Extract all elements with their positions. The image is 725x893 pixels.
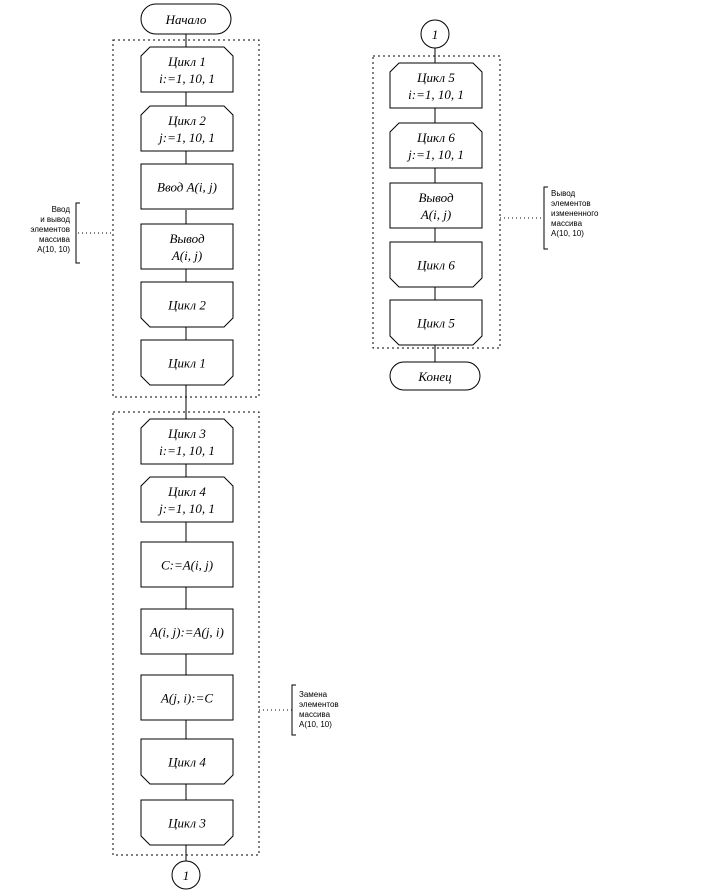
flow-block-loop-end: Цикл 4	[140, 738, 234, 785]
note-line: Вывод	[551, 189, 576, 198]
flow-block-loop-end: Цикл 3	[140, 799, 234, 846]
flow-block-label: A(i, j):=A(j, i)	[149, 625, 224, 640]
flow-block-label: Цикл 2	[167, 298, 206, 313]
flow-block-label: Цикл 6	[416, 130, 455, 145]
note-line: массива	[551, 219, 583, 228]
flow-block-loop-end: Цикл 5	[389, 299, 483, 346]
flow-block-label: A(j, i):=C	[160, 691, 213, 706]
note-line: элементов	[551, 199, 591, 208]
connector-top: 1	[420, 19, 450, 49]
flow-block-shape	[140, 541, 234, 588]
flow-block-label: i:=1, 10, 1	[408, 87, 464, 102]
flow-block-shape	[140, 163, 234, 210]
flow-block-shape	[389, 182, 483, 229]
flow-block-loop-end: Цикл 6	[389, 241, 483, 288]
flow-block-shape	[389, 299, 483, 346]
flow-block-loop-begin: Цикл 1 i:=1, 10, 1	[140, 46, 234, 93]
annotations	[75, 186, 548, 736]
flow-block-label: Цикл 4	[167, 484, 206, 499]
note-line: A(10, 10)	[551, 229, 584, 238]
note-line: массива	[299, 710, 331, 719]
group-frame-input-output	[112, 39, 260, 398]
flow-block-label: j:=1, 10, 1	[157, 130, 215, 145]
flow-block-shape	[140, 674, 234, 721]
group-frames	[112, 39, 501, 856]
flow-lines	[185, 34, 436, 861]
start-label: Начало	[165, 12, 207, 27]
flow-block-label: Цикл 4	[167, 755, 206, 770]
flow-block-process: A(i, j):=A(j, i)	[140, 608, 234, 655]
group-frame-output	[372, 55, 501, 349]
flow-block-process: C:=A(i, j)	[140, 541, 234, 588]
group-frame-swap	[112, 411, 260, 856]
flow-block-label: Вывод	[418, 190, 454, 205]
note-line: и вывод	[40, 215, 70, 224]
flow-block-shape	[389, 241, 483, 288]
flow-block-loop-begin: Цикл 5 i:=1, 10, 1	[389, 62, 483, 109]
flow-block-shape	[389, 62, 483, 109]
note-output: Вывод элементов измененного массива A(10…	[551, 189, 599, 238]
flow-block-label: Ввод A(i, j)	[157, 180, 217, 195]
flow-block-label: Цикл 3	[167, 816, 206, 831]
flow-block-label: C:=A(i, j)	[161, 558, 213, 573]
flow-block-label: A(i, j)	[420, 207, 451, 222]
terminator-end: Конец	[389, 361, 481, 391]
flow-block-shape	[140, 608, 234, 655]
flow-block-process: A(j, i):=C	[140, 674, 234, 721]
flow-block-label: j:=1, 10, 1	[157, 501, 215, 516]
flow-block-shape	[140, 738, 234, 785]
note-input-output: Ввод и вывод элементов массива A(10, 10)	[30, 205, 70, 254]
note-line: A(10, 10)	[299, 720, 332, 729]
flow-block-label: Цикл 3	[167, 426, 206, 441]
end-label: Конец	[417, 369, 452, 384]
connector-bottom: 1	[171, 860, 201, 890]
connector-top-label: 1	[432, 27, 439, 42]
flow-block-label: Цикл 1	[167, 54, 206, 69]
flow-block-shape	[140, 339, 234, 386]
flow-block-label: Цикл 6	[416, 258, 455, 273]
flow-block-shape	[140, 476, 234, 523]
flow-block-loop-begin: Цикл 3 i:=1, 10, 1	[140, 418, 234, 465]
note-line: элементов	[30, 225, 70, 234]
flow-block-loop-begin: Цикл 2 j:=1, 10, 1	[140, 105, 234, 152]
note-line: массива	[39, 235, 71, 244]
flow-block-label: A(i, j)	[171, 248, 202, 263]
flow-block-loop-end: Цикл 1	[140, 339, 234, 386]
flow-block-label: Цикл 2	[167, 113, 206, 128]
flow-block-shape	[140, 105, 234, 152]
flow-block-label: Цикл 5	[416, 70, 455, 85]
flow-block-shape	[140, 281, 234, 328]
flow-block-label: i:=1, 10, 1	[159, 443, 215, 458]
flow-block-loop-begin: Цикл 6 j:=1, 10, 1	[389, 122, 483, 169]
note-swap: Замена элементов массива A(10, 10)	[299, 690, 339, 729]
flow-block-shape	[140, 223, 234, 270]
flow-block-label: i:=1, 10, 1	[159, 71, 215, 86]
flow-block-loop-begin: Цикл 4 j:=1, 10, 1	[140, 476, 234, 523]
flow-block-shape	[140, 418, 234, 465]
flow-block-label: Вывод	[169, 231, 205, 246]
flow-block-label: j:=1, 10, 1	[406, 147, 464, 162]
flow-block-shape	[140, 46, 234, 93]
flow-block-shape	[389, 122, 483, 169]
note-line: A(10, 10)	[37, 245, 70, 254]
terminator-start: Начало	[140, 3, 232, 35]
note-line: измененного	[551, 209, 599, 218]
flow-block-shape	[140, 799, 234, 846]
connector-bottom-label: 1	[183, 868, 190, 883]
note-line: Ввод	[52, 205, 71, 214]
note-line: Замена	[299, 690, 328, 699]
blocks: Цикл 1 i:=1, 10, 1 Цикл 2 j:=1, 10, 1 Ввод A…	[140, 46, 483, 846]
flow-block-loop-end: Цикл 2	[140, 281, 234, 328]
flow-block-label: Цикл 1	[167, 356, 206, 371]
flow-block-process: Ввод A(i, j)	[140, 163, 234, 210]
flow-block-label: Цикл 5	[416, 316, 455, 331]
note-line: элементов	[299, 700, 339, 709]
